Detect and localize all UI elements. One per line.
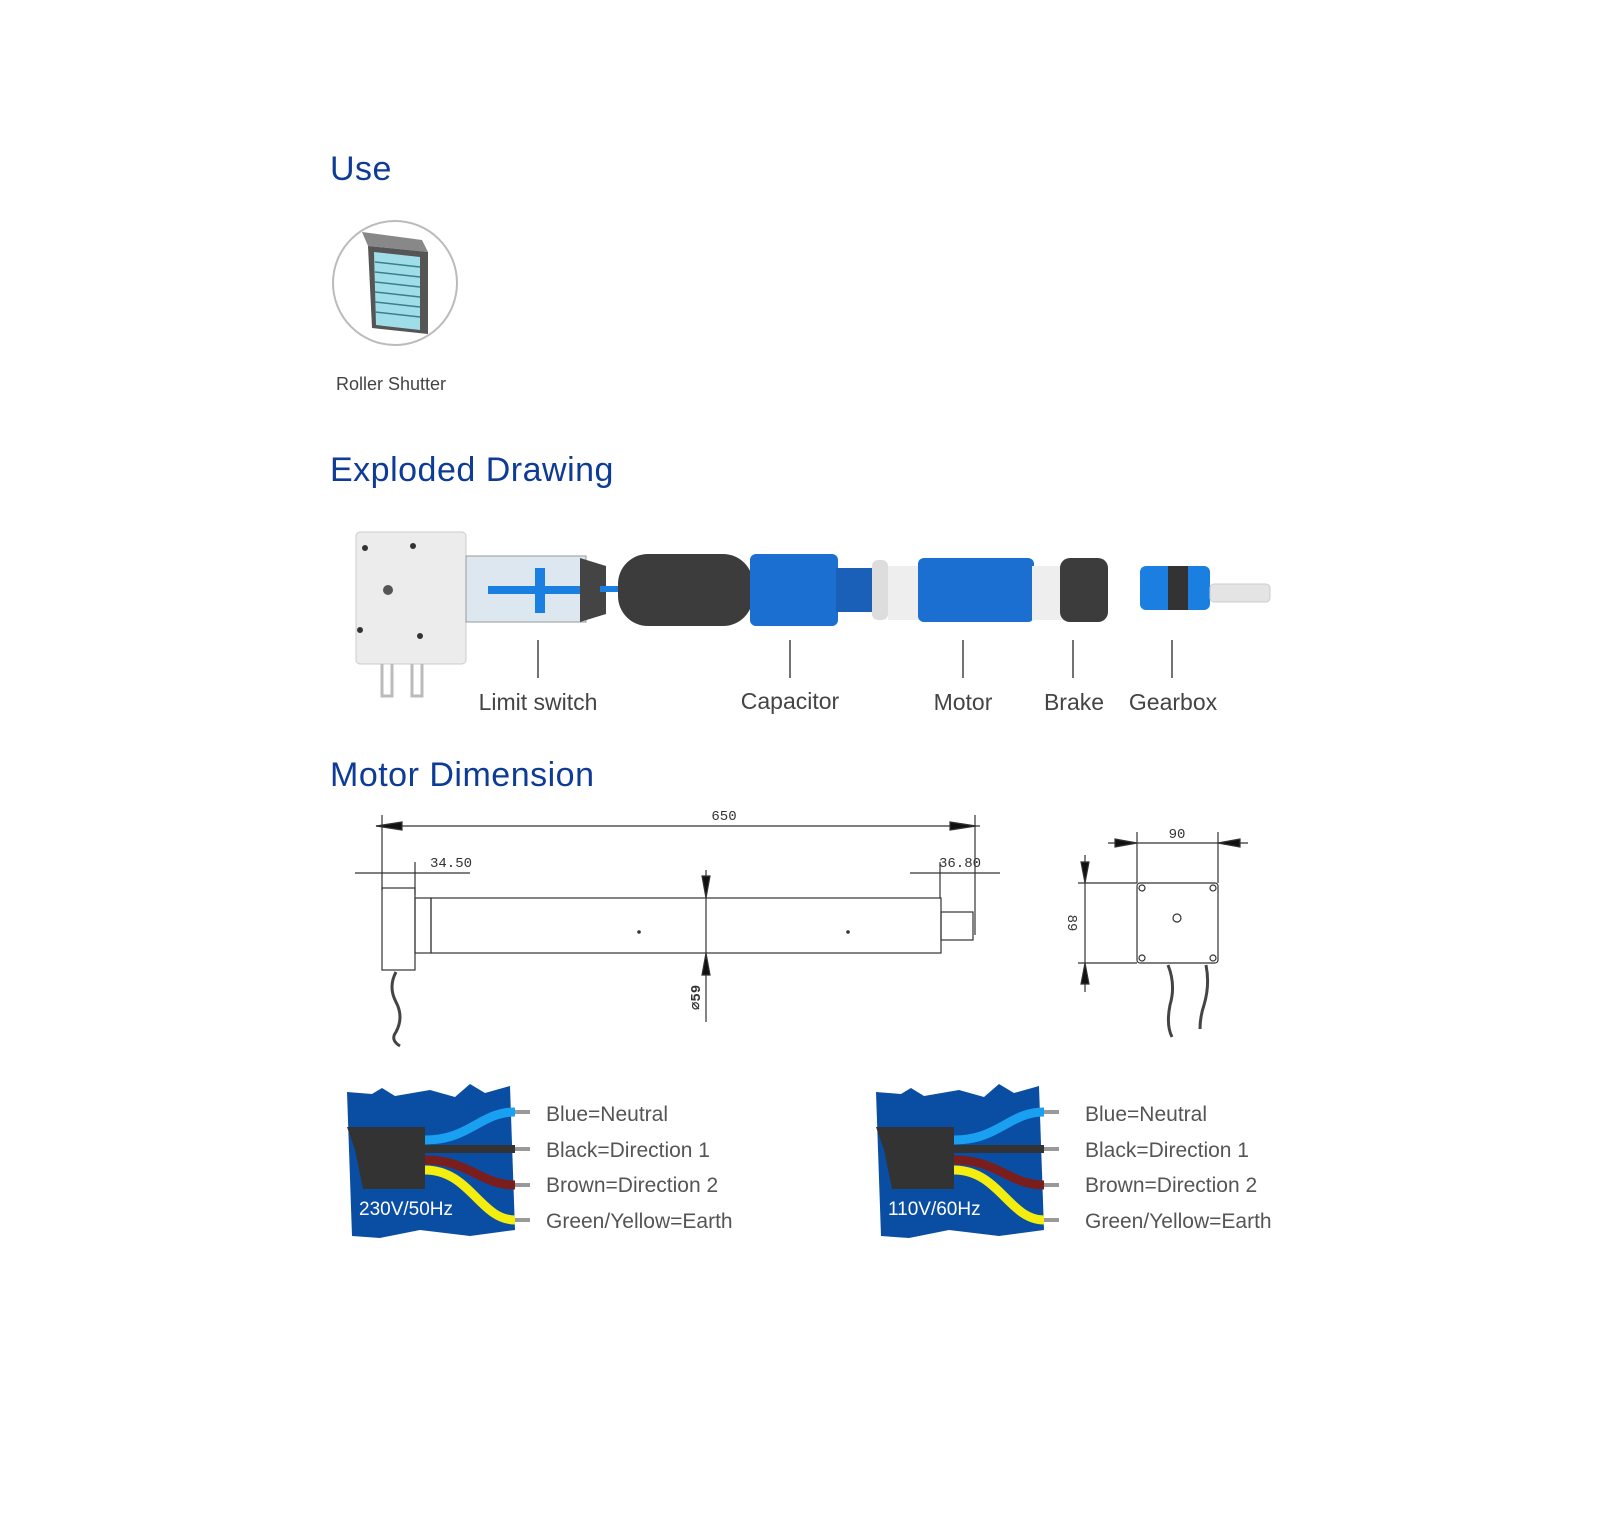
motor-end-view-drawing bbox=[1078, 832, 1248, 1038]
exploded-motor-illustration bbox=[355, 531, 1271, 698]
wire-legend-black: Black=Direction 1 bbox=[1085, 1139, 1249, 1162]
wire-legend-blue: Blue=Neutral bbox=[1085, 1103, 1207, 1126]
voltage-label: 230V/50Hz bbox=[359, 1199, 453, 1220]
part-label-capacitor: Capacitor bbox=[741, 688, 840, 714]
motor-side-view-drawing bbox=[355, 815, 1000, 1048]
dim-tail: 36.80 bbox=[939, 856, 981, 872]
part-label-gearbox: Gearbox bbox=[1129, 689, 1218, 715]
part-label-brake: Brake bbox=[1044, 689, 1104, 715]
wire-legend-earth: Green/Yellow=Earth bbox=[546, 1210, 733, 1233]
wire-legend-brown: Brown=Direction 2 bbox=[1085, 1174, 1257, 1197]
part-label-motor: Motor bbox=[934, 689, 993, 715]
dim-head: 34.50 bbox=[430, 856, 472, 872]
dim-diameter: 59 bbox=[689, 985, 705, 1002]
wiring-diagram-230v: 230V/50Hz bbox=[347, 1084, 530, 1238]
voltage-label: 110V/60Hz bbox=[888, 1199, 981, 1220]
wiring-diagram-110v: 110V/60Hz bbox=[876, 1084, 1059, 1238]
motor-dimension-title: Motor Dimension bbox=[330, 756, 595, 794]
roller-shutter-icon bbox=[332, 220, 458, 346]
svg-text:⌀59: ⌀59 bbox=[689, 985, 705, 1010]
roller-shutter-label: Roller Shutter bbox=[336, 374, 447, 394]
wire-legend-black: Black=Direction 1 bbox=[546, 1139, 710, 1162]
wire-legend-earth: Green/Yellow=Earth bbox=[1085, 1210, 1272, 1233]
dim-head-height: 89 bbox=[1063, 915, 1079, 932]
use-title: Use bbox=[330, 150, 392, 188]
wire-legend-blue: Blue=Neutral bbox=[546, 1103, 668, 1126]
dim-head-width: 90 bbox=[1169, 827, 1186, 843]
part-label-limit-switch: Limit switch bbox=[479, 689, 598, 715]
dim-length: 650 bbox=[711, 809, 736, 825]
exploded-drawing-title: Exploded Drawing bbox=[330, 451, 614, 489]
wire-legend-brown: Brown=Direction 2 bbox=[546, 1174, 718, 1197]
